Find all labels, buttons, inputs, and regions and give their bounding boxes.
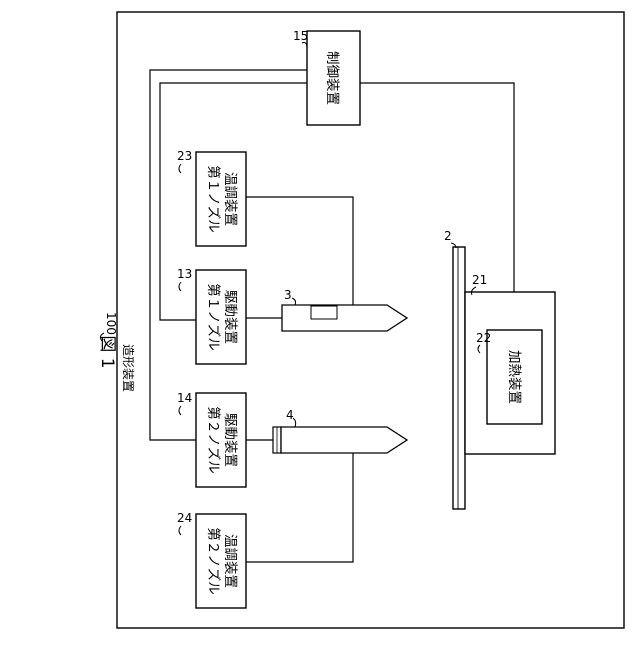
nozzle2-drive-label-line1: 第２ノズル — [205, 406, 222, 474]
nozzle1-ref-leader — [292, 298, 296, 305]
nozzle1-drive-ref: 13 — [177, 267, 192, 281]
nozzle1-ref: 3 — [284, 288, 292, 302]
nozzle2-temp-ref-leader — [179, 526, 181, 535]
nozzle1-temp-ref: 23 — [177, 149, 192, 163]
figure-title: 図 1 — [97, 335, 117, 368]
nozzle1 — [282, 305, 407, 331]
system-label: 造形装置 — [121, 344, 135, 392]
nozzle2-drive-label-line2: 駆動装置 — [222, 413, 238, 467]
nozzle1-heater-element — [311, 306, 337, 319]
controller-ref-leader — [302, 43, 307, 48]
nozzle2-ref: 4 — [286, 408, 294, 422]
nozzle2-drive-ref: 14 — [177, 391, 192, 405]
stage-plate — [453, 247, 465, 509]
nozzle2 — [273, 427, 407, 453]
nozzle1-temp-ref-leader — [179, 164, 181, 173]
nozzle1-temp-label-line2: 温調装置 — [222, 172, 238, 226]
stage-ref: 2 — [444, 229, 452, 243]
heater-label: 加熱装置 — [506, 350, 522, 404]
heater-unit-ref: 21 — [472, 273, 487, 287]
nozzle2-body — [281, 427, 407, 453]
wire-temp1-to-nozzle1 — [246, 197, 353, 305]
nozzle2-temp-label-line1: 第２ノズル — [205, 527, 222, 595]
nozzle1-drive-ref-leader — [179, 282, 181, 291]
controller-label: 制御装置 — [324, 51, 340, 105]
nozzle2-drive-ref-leader — [179, 406, 181, 415]
wire-controller-to-nozzle2-drive — [150, 70, 307, 440]
nozzle1-temp-label-line1: 第１ノズル — [205, 165, 222, 233]
wire-temp2-to-nozzle2 — [246, 452, 353, 562]
system-ref: 100 — [104, 312, 118, 335]
nozzle1-drive-label-line2: 駆動装置 — [222, 290, 238, 344]
nozzle2-temp-label-line2: 温調装置 — [222, 534, 238, 588]
nozzle2-temp-ref: 24 — [177, 511, 192, 525]
nozzle1-drive-label-line1: 第１ノズル — [205, 283, 222, 351]
controller-ref: 15 — [293, 29, 308, 43]
nozzle1-body — [282, 305, 407, 331]
heater-ref: 22 — [476, 331, 491, 345]
